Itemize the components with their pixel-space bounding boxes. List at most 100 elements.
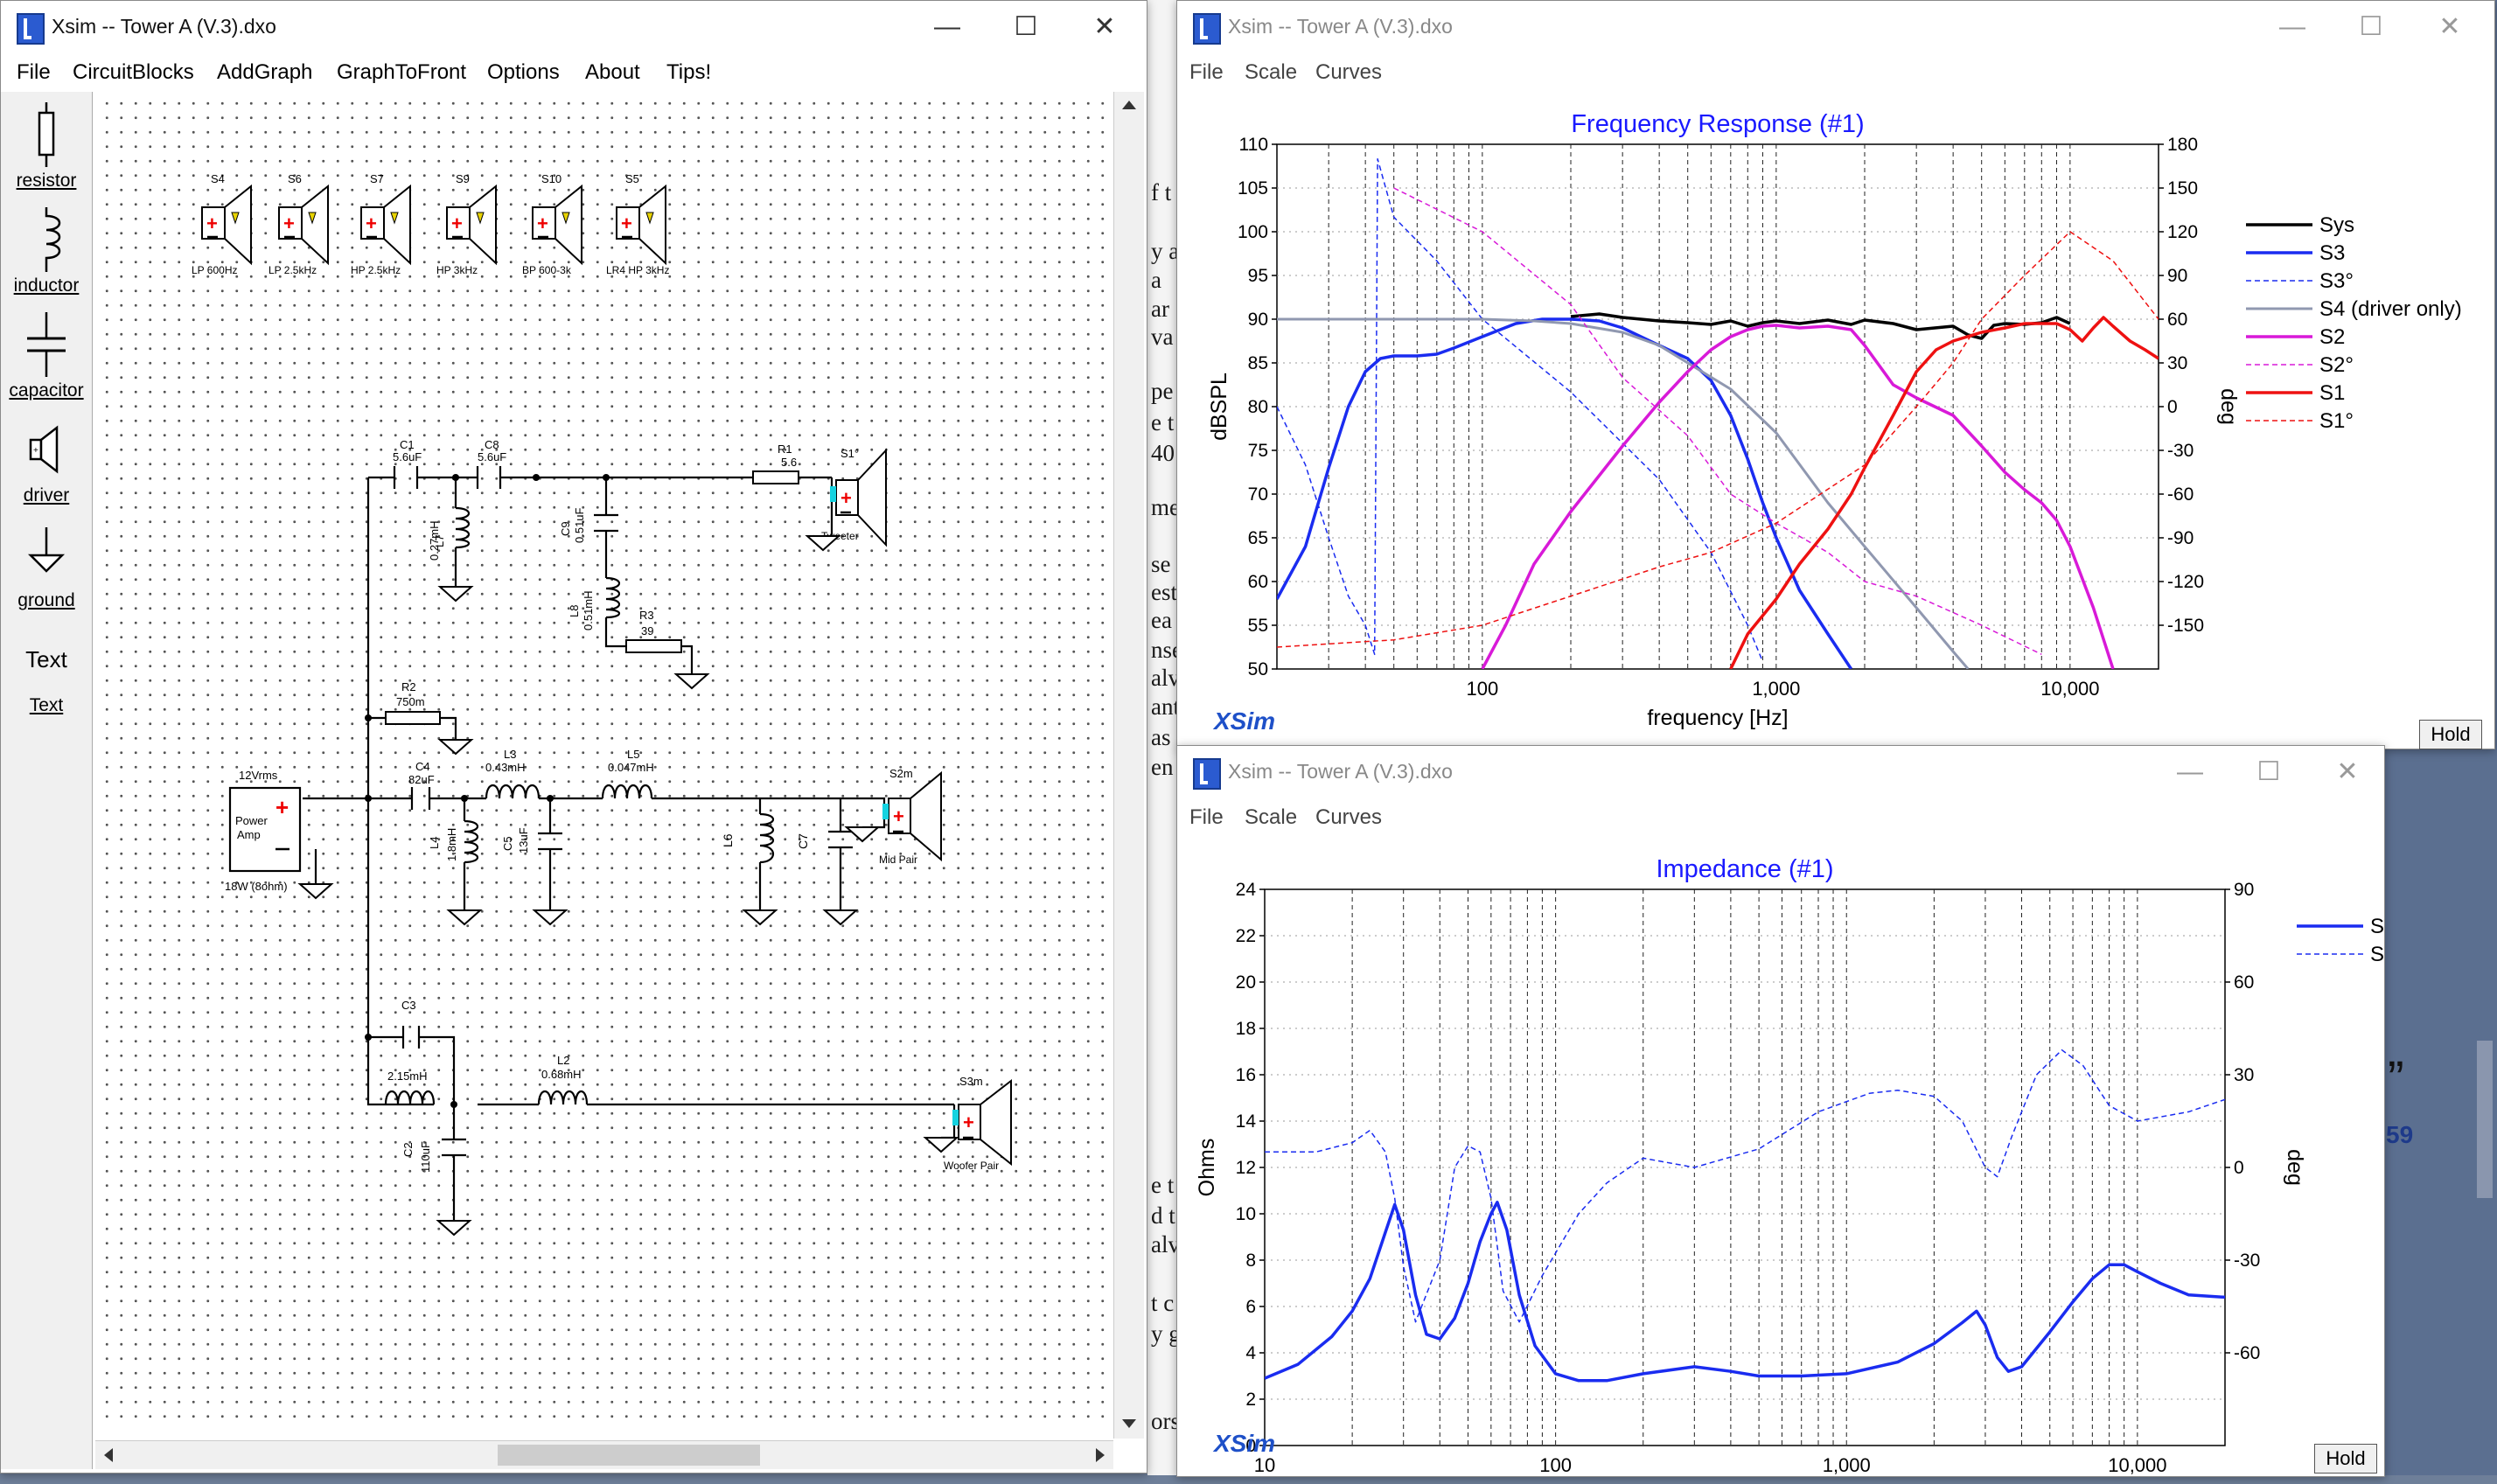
y-tick-label: 65 <box>1248 528 1268 548</box>
legend-entry: S1° <box>2319 409 2354 433</box>
legend: SysSys° <box>2297 915 2384 966</box>
driver-s1[interactable]: + <box>830 448 887 547</box>
minimize-button[interactable]: — <box>2177 757 2203 786</box>
legend-entry: Sys° <box>2370 943 2384 966</box>
l7-value: 0.27mH <box>428 520 441 561</box>
menu-file[interactable]: File <box>1189 60 1224 84</box>
svg-text:+: + <box>537 212 548 234</box>
tool-driver[interactable]: + driver <box>1 417 92 513</box>
l8-name: L8 <box>568 605 581 617</box>
series-group <box>1265 1049 2225 1383</box>
y2-tick-label: 0 <box>2167 397 2178 417</box>
quote-glyph: ” <box>2388 1050 2404 1105</box>
driver-block-label: LR4 HP 3kHz <box>606 264 669 276</box>
background-text-fragment: a <box>1151 267 1161 293</box>
menu-tips[interactable]: Tips! <box>666 60 712 84</box>
svg-text:+: + <box>451 212 463 234</box>
power-amp[interactable]: + <box>228 786 302 873</box>
minimize-button[interactable]: — <box>2279 12 2305 41</box>
title-bar[interactable]: Xsim -- Tower A (V.3).dxo — ☐ ✕ <box>1177 1 2494 55</box>
tool-capacitor[interactable]: capacitor <box>1 312 92 408</box>
vertical-scrollbar[interactable] <box>1113 92 1144 1439</box>
menu-bar: File CircuitBlocks AddGraph GraphToFront… <box>1 55 1147 92</box>
menu-curves[interactable]: Curves <box>1315 60 1383 84</box>
driver-block-label: HP 3kHz <box>436 264 478 276</box>
xsim-app-icon <box>1193 13 1221 45</box>
y-tick-label: 100 <box>1238 222 1268 242</box>
y-axis-label: dBSPL <box>1207 373 1231 441</box>
y-tick-label: 14 <box>1236 1111 1257 1132</box>
amp-label-2: Amp <box>237 828 261 841</box>
window-title: Xsim -- Tower A (V.3).dxo <box>1228 15 1453 38</box>
y-tick-label: 55 <box>1248 616 1268 636</box>
scroll-down-icon[interactable] <box>1122 1419 1136 1428</box>
close-button[interactable]: ✕ <box>2438 12 2461 41</box>
menu-about[interactable]: About <box>585 60 640 84</box>
y2-tick-label: -60 <box>2234 1343 2260 1363</box>
background-text-fragment: y g <box>1151 1320 1181 1347</box>
frequency-response-window: Xsim -- Tower A (V.3).dxo — ☐ ✕ File Sca… <box>1176 0 2495 749</box>
impedance-window: Xsim -- Tower A (V.3).dxo — ☐ ✕ File Sca… <box>1176 745 2385 1484</box>
tool-inductor[interactable]: inductor <box>1 207 92 303</box>
y-tick-label: 24 <box>1236 880 1257 900</box>
close-button[interactable]: ✕ <box>1093 12 1116 41</box>
tool-resistor[interactable]: resistor <box>1 102 92 199</box>
background-scrollbar[interactable] <box>2477 1041 2493 1198</box>
x-tick-label: 1,000 <box>1823 1454 1871 1476</box>
maximize-button[interactable]: ☐ <box>2359 12 2383 41</box>
amp-power: 18W (8ohm) <box>225 880 288 893</box>
c4-value: 82uF <box>408 773 435 786</box>
driver-s3[interactable]: + <box>952 1078 1012 1167</box>
background-text-fragment: y a <box>1151 238 1180 264</box>
c8-value: 5.6uF <box>478 450 506 463</box>
driver-block-id: S9 <box>456 172 470 185</box>
impedance-chart: Impedance (#1)024681012141618202224-60-3… <box>1195 855 2384 1484</box>
title-bar[interactable]: Xsim -- Tower A (V.3).dxo — ☐ ✕ <box>1177 746 2384 800</box>
horizontal-scrollbar[interactable] <box>95 1440 1113 1469</box>
menu-graphtofront[interactable]: GraphToFront <box>337 60 467 84</box>
series-line-1 <box>1265 1049 2225 1323</box>
driver-block-s9[interactable]: + S9 HP 3kHz <box>436 172 497 276</box>
c2-value: 110uF <box>419 1141 432 1173</box>
series-line-0 <box>1265 1201 2225 1383</box>
hold-button[interactable]: Hold <box>2419 720 2482 749</box>
menu-options[interactable]: Options <box>487 60 560 84</box>
minimize-button[interactable]: — <box>934 12 960 41</box>
close-button[interactable]: ✕ <box>2336 757 2359 786</box>
menu-scale[interactable]: Scale <box>1245 805 1298 829</box>
title-bar[interactable]: Xsim -- Tower A (V.3).dxo — ☐ ✕ <box>1 1 1147 55</box>
hold-button[interactable]: Hold <box>2314 1444 2377 1474</box>
maximize-button[interactable]: ☐ <box>2256 757 2281 786</box>
xsim-logo: XSim <box>1214 1430 1276 1457</box>
scroll-right-icon[interactable] <box>1096 1448 1105 1462</box>
driver-s2[interactable]: + <box>882 770 942 862</box>
y2-tick-label: 60 <box>2167 310 2187 330</box>
l3-name: L3 <box>504 748 516 761</box>
scroll-up-icon[interactable] <box>1122 101 1136 109</box>
maximize-button[interactable]: ☐ <box>1014 12 1038 41</box>
menu-file[interactable]: File <box>1189 805 1224 829</box>
l5-name: L5 <box>627 748 639 761</box>
background-text-fragment: est <box>1151 579 1177 605</box>
y2-tick-label: -30 <box>2167 441 2194 461</box>
menu-scale[interactable]: Scale <box>1245 60 1298 84</box>
y-tick-label: 20 <box>1236 972 1256 993</box>
menu-circuitblocks[interactable]: CircuitBlocks <box>73 60 194 84</box>
menu-addgraph[interactable]: AddGraph <box>217 60 313 84</box>
menu-curves[interactable]: Curves <box>1315 805 1383 829</box>
x-axis-label: frequency [Hz] <box>1647 706 1788 730</box>
y2-tick-label: 90 <box>2167 266 2187 286</box>
menu-file[interactable]: File <box>17 60 51 84</box>
c3-name: C3 <box>401 999 416 1012</box>
tool-ground[interactable]: ground <box>1 522 92 618</box>
scroll-thumb[interactable] <box>498 1445 760 1466</box>
scroll-left-icon[interactable] <box>104 1448 113 1462</box>
y-tick-label: 10 <box>1236 1204 1256 1224</box>
tool-text[interactable]: Text Text <box>1 634 92 730</box>
